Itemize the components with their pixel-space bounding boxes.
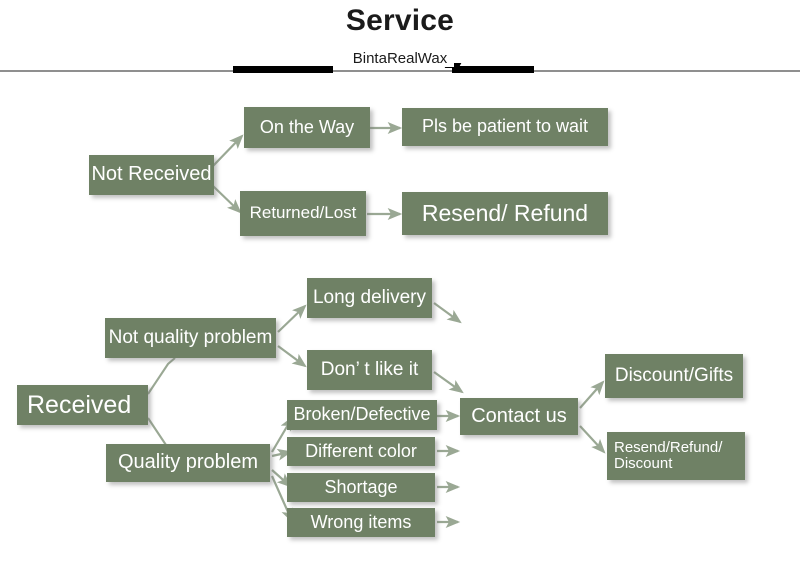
box-long-delivery-label: Long delivery [312,286,427,308]
brand-name: BintaRealWax [0,50,800,67]
box-not-quality-problem-label: Not quality problem [108,326,273,348]
box-long-delivery[interactable]: Long delivery [307,278,432,318]
box-dont-like-it-label: Don’ t like it [320,358,419,380]
page-title: Service [345,4,455,37]
box-contact-us[interactable]: Contact us [460,398,578,435]
arrow-group-to-contact [433,302,464,528]
box-not-quality-problem[interactable]: Not quality problem [105,318,276,358]
box-different-color[interactable]: Different color [287,437,435,466]
arrow-group-not-quality [277,304,307,368]
header-bar-left [233,66,333,73]
brand-label: BintaRealWax [345,50,455,67]
box-pls-be-patient[interactable]: Pls be patient to wait [402,108,608,146]
box-shortage-label: Shortage [324,476,398,497]
box-received[interactable]: Received [17,385,148,425]
box-different-color-label: Different color [305,440,417,461]
box-returned-lost-label: Returned/Lost [249,203,357,223]
header-bar-right [452,66,534,73]
box-returned-lost[interactable]: Returned/Lost [240,191,366,236]
arrow-group-from-contact [579,380,606,454]
box-broken-defective[interactable]: Broken/Defective [287,400,437,430]
page-header: Service BintaRealWax [0,0,800,90]
box-discount-gifts-label: Discount/Gifts [614,364,734,386]
box-on-the-way[interactable]: On the Way [244,107,370,148]
box-pls-be-patient-label: Pls be patient to wait [421,116,589,137]
box-quality-problem-label: Quality problem [117,451,259,474]
box-received-label: Received [27,390,132,419]
box-broken-defective-label: Broken/Defective [293,404,431,425]
box-wrong-items[interactable]: Wrong items [287,508,435,537]
line-group-received-split [147,357,177,453]
box-resend-refund[interactable]: Resend/ Refund [402,192,608,235]
box-not-received-label: Not Received [91,163,212,186]
header-rule [0,70,800,72]
arrow-group-quality [270,416,294,524]
box-not-received[interactable]: Not Received [89,155,214,195]
box-resend-refund-label: Resend/ Refund [421,200,589,227]
box-resend-refund-discount[interactable]: Resend/Refund/ Discount [607,432,745,480]
box-wrong-items-label: Wrong items [310,511,412,532]
box-resend-refund-discount-label: Resend/Refund/ Discount [614,438,723,472]
box-discount-gifts[interactable]: Discount/Gifts [605,354,743,398]
box-shortage[interactable]: Shortage [287,473,435,502]
box-contact-us-label: Contact us [471,404,567,427]
box-dont-like-it[interactable]: Don’ t like it [307,350,432,390]
box-quality-problem[interactable]: Quality problem [106,444,270,482]
box-on-the-way-label: On the Way [259,116,355,137]
